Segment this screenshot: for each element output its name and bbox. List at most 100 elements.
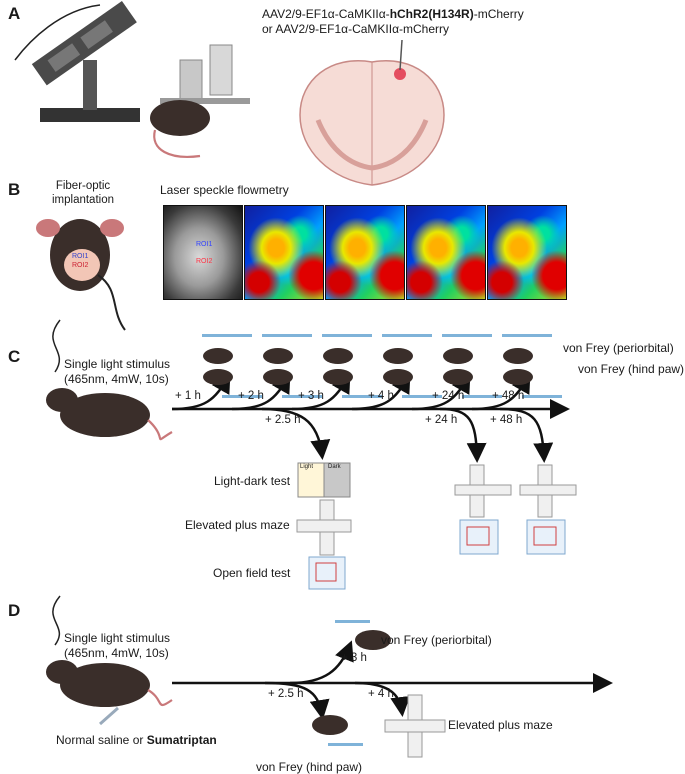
stereotaxic-post [83, 60, 97, 110]
von-frey-hind-paw-label: von Frey (hind paw) [578, 362, 685, 376]
elevated-plus-maze-d: Elevated plus maze [448, 718, 553, 732]
von-frey-column-3 [322, 334, 382, 398]
plus-maze-48h-horizontal [519, 484, 577, 496]
mouse-head-c-icon [46, 388, 78, 412]
fiber-cable [97, 274, 126, 331]
timepoint-c-2h: + 2 h [238, 390, 264, 402]
open-field-24h-zone [466, 526, 490, 546]
timepoint-d-2-5h: + 2.5 h [268, 688, 304, 700]
open-field-24h-box [459, 519, 499, 555]
von-frey-column-4 [382, 334, 442, 398]
virus-label-prefix: AAV2/9-EF1α-CaMKIIα- [262, 7, 390, 21]
mouse-icon-a [150, 100, 210, 136]
stereotaxic-base [40, 108, 140, 122]
stimulus-c-line1: Single light stimulus [64, 357, 171, 371]
mouse-icon-d-hind-paw [312, 715, 348, 735]
light-label: Light [300, 464, 314, 470]
virus-label-line2: or AAV2/9-EF1α-CaMKIIα-mCherry [262, 22, 450, 36]
branch-d-4h [354, 681, 411, 717]
von-frey-filament-d-top [335, 620, 370, 623]
open-field-box [308, 556, 346, 590]
plus-maze-horizontal [296, 519, 352, 533]
mouse-icon-c [60, 393, 150, 437]
brain-cortex-band [315, 119, 429, 171]
panel-letter-a: A [8, 4, 21, 23]
test-open-field: Open field test [213, 566, 291, 580]
treatment-bold: Sumatriptan [146, 733, 217, 747]
treatment-prefix: Normal saline or [56, 733, 147, 747]
timepoint-d-3h: + 3 h [341, 652, 367, 664]
von-frey-column-6 [502, 334, 562, 398]
fiber-cable-c [52, 319, 61, 373]
open-field-center-zone [315, 562, 337, 582]
mouse-icon-d [60, 663, 150, 707]
branch-c-2-5h [261, 407, 331, 460]
injection-needle [399, 39, 403, 71]
virus-label-suffix: -mCherry [473, 7, 524, 21]
virus-label-bold: hChR2(H134R) [389, 7, 474, 21]
mouse-ear-right-icon [100, 219, 124, 237]
von-frey-column-5 [442, 334, 502, 398]
von-frey-periorbital-d: von Frey (periorbital) [381, 633, 492, 647]
optic-cable [14, 4, 101, 61]
von-frey-column-1 [202, 334, 262, 398]
speckle-heatmap-2 [325, 205, 405, 300]
open-field-48h-zone [533, 526, 557, 546]
stereotaxic-arm [31, 1, 137, 86]
plus-maze-24h-horizontal [454, 484, 512, 496]
syringe-icon [99, 706, 119, 726]
ear-bar [160, 98, 250, 104]
open-field-48h-box [526, 519, 566, 555]
timepoint-c-1h: + 1 h [175, 390, 201, 402]
timepoint-c-48h-down: + 48 h [490, 414, 523, 426]
timepoint-c-4h: + 4 h [368, 390, 394, 402]
mouse-icon-d-periorbital [355, 630, 391, 650]
stimulus-d-line1: Single light stimulus [64, 631, 171, 645]
branch-d-2-5h [264, 681, 330, 720]
speckle-heatmap-3 [406, 205, 486, 300]
speckle-roi2: ROI2 [196, 258, 213, 265]
treatment-label: Normal saline or Sumatriptan [56, 733, 217, 747]
speckle-baseline-image: ROI1 ROI2 [163, 205, 243, 300]
ear-bar-holder-right [209, 44, 233, 96]
fiber-roi1: ROI1 [72, 253, 89, 260]
speckle-heatmap-4 [487, 205, 567, 300]
fiber-label-line1: Fiber-optic [55, 180, 111, 192]
test-elevated-plus-maze: Elevated plus maze [185, 518, 290, 532]
exposed-skull [64, 249, 100, 281]
von-frey-column-2 [262, 334, 322, 398]
stimulation-spot [394, 68, 406, 80]
von-frey-hind-paw-d: von Frey (hind paw) [256, 760, 363, 774]
timepoint-c-24h: + 24 h [432, 390, 465, 402]
speckle-title: Laser speckle flowmetry [160, 183, 289, 197]
panel-letter-d: D [8, 601, 21, 620]
von-frey-periorbital-label: von Frey (periorbital) [563, 341, 674, 355]
dark-label: Dark [328, 464, 341, 470]
von-frey-filament-d-bottom [328, 743, 363, 746]
speckle-heatmap-1 [244, 205, 324, 300]
timepoint-c-48h: + 48 h [492, 390, 525, 402]
timepoint-c-24h-down: + 24 h [425, 414, 458, 426]
fiber-cable-d [52, 595, 61, 646]
mouse-tail-d [147, 689, 173, 707]
stimulus-d-line2: (465nm, 4mW, 10s) [64, 646, 169, 660]
branch-c-24h-down [439, 407, 487, 463]
test-light-dark: Light-dark test [214, 474, 291, 488]
mouse-tail-c [147, 419, 173, 441]
fiber-label-line2: implantation [51, 194, 114, 206]
panel-letter-c: C [8, 347, 21, 366]
timepoint-c-3h: + 3 h [298, 390, 324, 402]
light-dark-box-dark-side [323, 462, 351, 498]
mouse-ear-left-icon [36, 219, 60, 237]
timepoint-d-4h: + 4 h [368, 688, 394, 700]
virus-label-line1: AAV2/9-EF1α-CaMKIIα-hChR2(H134R)-mCherry [262, 7, 524, 21]
branch-d-3h [289, 640, 354, 685]
speckle-roi1: ROI1 [196, 241, 213, 248]
plus-maze-d-horizontal [384, 719, 446, 733]
panel-letter-b: B [8, 180, 21, 199]
stimulus-c-line2: (465nm, 4mW, 10s) [64, 372, 169, 386]
timepoint-c-2-5h: + 2.5 h [265, 414, 301, 426]
